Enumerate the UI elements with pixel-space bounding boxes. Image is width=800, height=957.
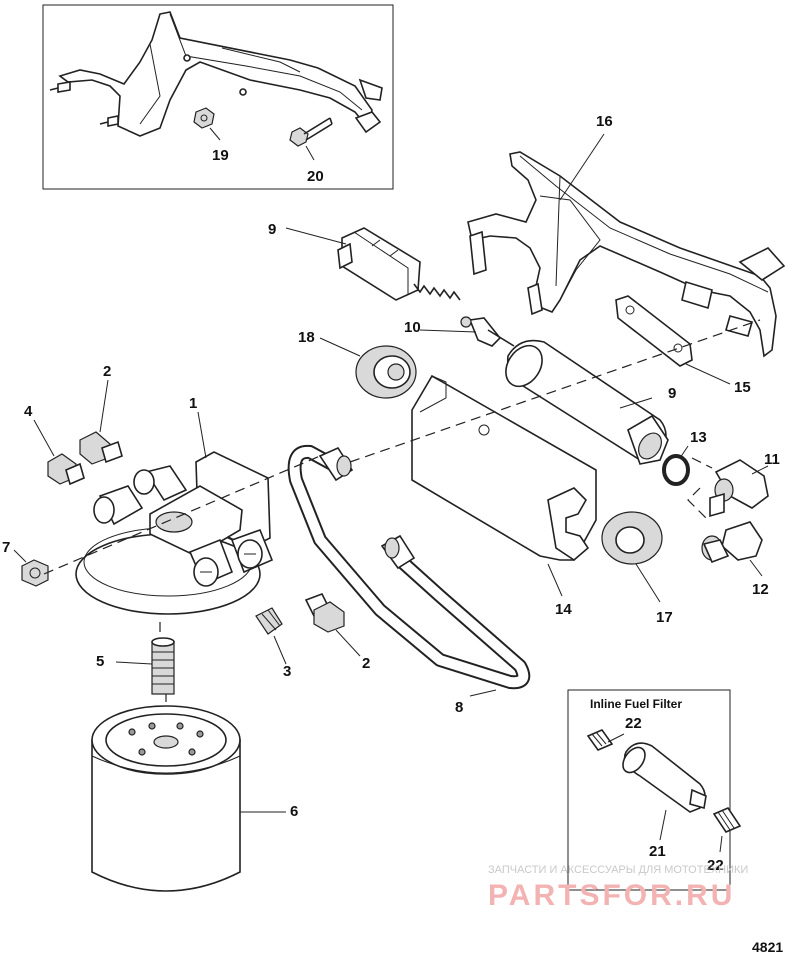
callout-10: 10 xyxy=(404,319,421,336)
watermark-caption: ЗАПЧАСТИ И АКСЕССУАРЫ ДЛЯ МОТОТЕХНИКИ xyxy=(488,864,748,876)
plug-part-3 xyxy=(255,607,283,635)
threaded-nipple-part-5 xyxy=(151,637,175,695)
callout-9-pump: 9 xyxy=(668,385,676,402)
bolt-part-20 xyxy=(289,117,333,147)
callout-19: 19 xyxy=(212,147,229,164)
callout-13: 13 xyxy=(690,429,707,446)
elbow-fitting-part-11 xyxy=(709,459,769,518)
elbow-fitting-part-12 xyxy=(701,521,763,564)
callout-3: 3 xyxy=(283,663,291,680)
callout-9-connector: 9 xyxy=(268,221,276,238)
fuel-filter-head-part-1 xyxy=(75,451,274,615)
electrical-connector-part-9 xyxy=(337,227,461,301)
fitting-part-2-lower xyxy=(304,592,345,633)
callout-18: 18 xyxy=(298,329,315,346)
callout-7: 7 xyxy=(2,539,10,556)
watermark: ЗАПЧАСТИ И АКСЕССУАРЫ ДЛЯ МОТОТЕХНИКИ PA… xyxy=(488,864,748,912)
callout-20: 20 xyxy=(307,168,324,185)
o-ring-part-13 xyxy=(662,454,690,486)
figure-code: 4821 xyxy=(752,939,783,955)
pump-bracket-part-14 xyxy=(411,374,597,562)
callout-2-lower: 2 xyxy=(362,655,370,672)
nut-part-19 xyxy=(193,107,215,129)
callout-22-upper: 22 xyxy=(625,715,642,732)
fuel-filter-canister-part-6 xyxy=(91,705,241,892)
inline-fuel-filter-inset: Inline Fuel Filter xyxy=(567,689,742,891)
callout-8: 8 xyxy=(455,699,463,716)
callout-22-lower: 22 xyxy=(707,857,724,874)
bracket-detail-inset: 19 20 xyxy=(42,4,394,190)
callout-4: 4 xyxy=(24,403,33,420)
grommet-part-17 xyxy=(601,511,663,565)
callout-21: 21 xyxy=(649,843,666,860)
callout-5: 5 xyxy=(96,653,104,670)
callout-17: 17 xyxy=(656,609,673,626)
fitting-part-2-upper xyxy=(79,431,123,465)
callout-14: 14 xyxy=(555,601,572,618)
grommet-part-18 xyxy=(355,345,417,399)
callout-16: 16 xyxy=(596,113,613,130)
callout-12: 12 xyxy=(752,581,769,598)
callout-11: 11 xyxy=(764,451,780,468)
callout-1: 1 xyxy=(189,395,197,412)
callout-15: 15 xyxy=(734,379,751,396)
fuel-line-part-8 xyxy=(287,444,531,690)
plate-part-15 xyxy=(615,295,693,367)
callout-2-upper: 2 xyxy=(103,363,111,380)
callout-6: 6 xyxy=(290,803,298,820)
watermark-logo: PARTSFOR.RU xyxy=(488,879,735,912)
fitting-part-4 xyxy=(47,453,85,486)
mounting-bracket-part-16 xyxy=(467,151,786,358)
plug-part-7 xyxy=(21,559,49,587)
inset-title: Inline Fuel Filter xyxy=(590,697,682,711)
electric-fuel-pump-part-9 xyxy=(460,316,669,465)
